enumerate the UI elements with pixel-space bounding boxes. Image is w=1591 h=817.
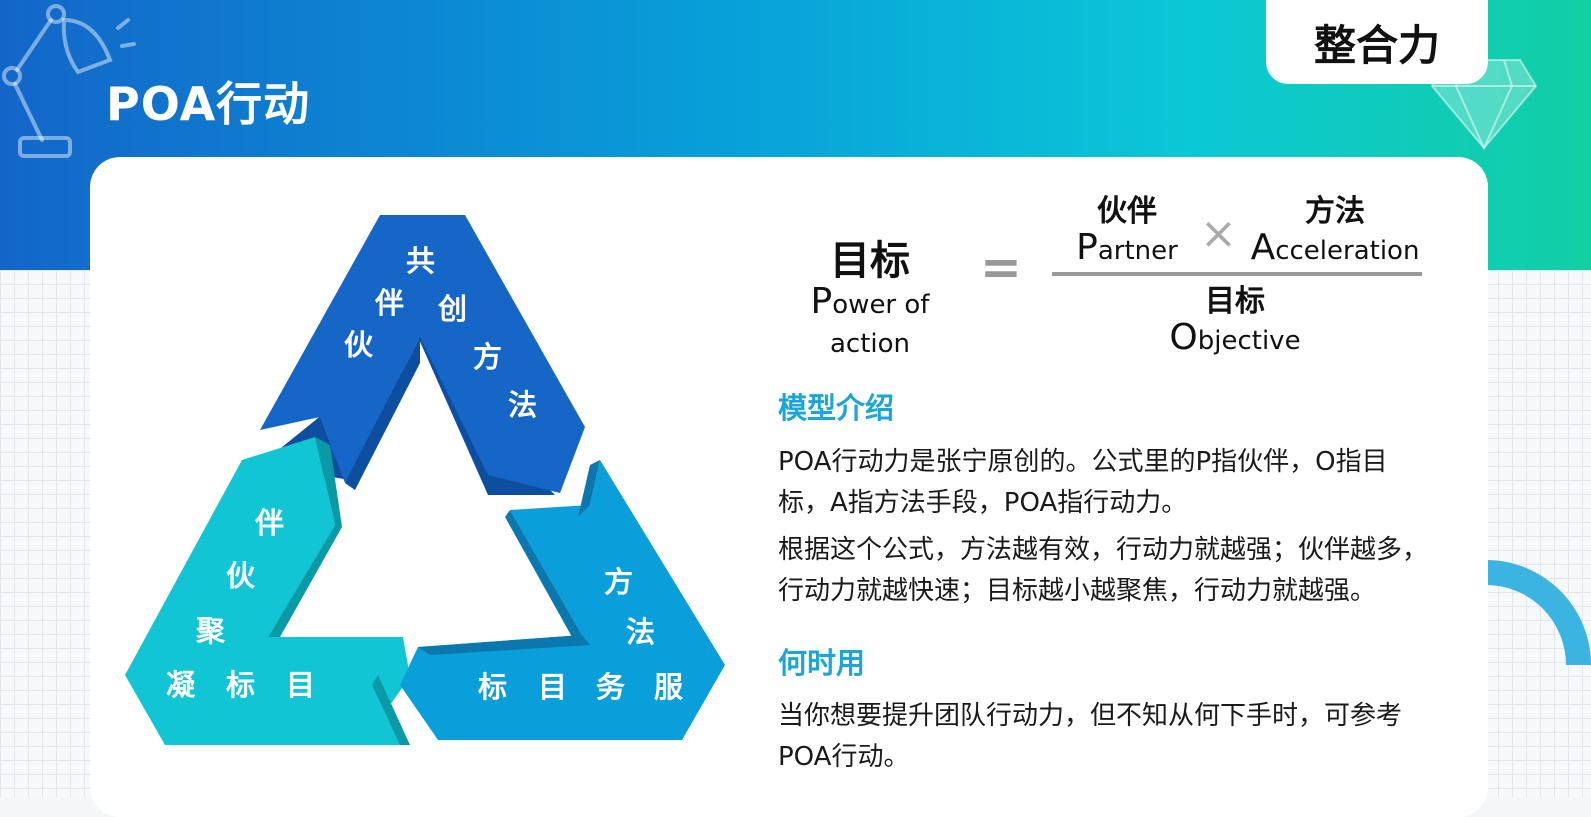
top-arm (260, 215, 585, 493)
formula-lhs-en: Power of action (810, 281, 930, 360)
formula-den-en: Objective (1169, 317, 1301, 358)
right-arm-char: 方 (604, 565, 633, 599)
formula-equals: = (980, 238, 1022, 296)
top-arm-char: 方 (473, 340, 502, 374)
intro-p1-line1: POA行动力是张宁原创的。公式里的P指伙伴，O指目 (778, 447, 1388, 477)
formula-num2-cn: 方法 (1305, 194, 1365, 229)
intro-title: 模型介绍 (778, 391, 895, 425)
intro-p1-line2: 标，A指方法手段，POA指行动力。 (778, 488, 1188, 518)
left-arm-char: 凝 (166, 668, 196, 702)
when-line1: 当你想要提升团队行动力，但不知从何下手时，可参考 (778, 701, 1403, 731)
right-arm-char: 法 (626, 615, 655, 649)
formula-num2-en: Acceleration (1250, 227, 1420, 268)
right-arm-char: 服 (654, 670, 684, 704)
right-arm-char: 标 (478, 670, 507, 704)
left-arm-char: 目 (286, 668, 315, 702)
formula-lhs: 目标 Power of action (770, 238, 970, 365)
formula-num1-en: Partner (1076, 227, 1178, 268)
when-paragraph: 当你想要提升团队行动力，但不知从何下手时，可参考 POA行动。 (778, 696, 1458, 778)
when-line2: POA行动。 (778, 742, 910, 772)
desk-lamp-icon (2, 4, 136, 158)
right-arm-side-shade (578, 460, 600, 517)
left-arm-char: 伙 (226, 559, 256, 593)
intro-paragraph-2: 根据这个公式，方法越有效，行动力就越强；伙伴越多， 行动力就越快速；目标越小越聚… (778, 530, 1458, 612)
right-arm-char: 目 (538, 670, 567, 704)
formula-times: × (1200, 208, 1237, 259)
left-arm-char: 聚 (195, 614, 226, 648)
formula-num1-cn: 伙伴 (1097, 194, 1157, 229)
formula-num2: 方法 Acceleration (1250, 194, 1420, 272)
intro-paragraph-1: POA行动力是张宁原创的。公式里的P指伙伴，O指目 标，A指方法手段，POA指行… (778, 442, 1458, 524)
left-arm-char: 标 (226, 668, 255, 702)
formula-num1: 伙伴 Partner (1062, 194, 1192, 272)
top-arm-char: 伙 (344, 328, 374, 362)
intro-p2-line1: 根据这个公式，方法越有效，行动力就越强；伙伴越多， (778, 535, 1429, 565)
top-arm-char: 法 (508, 388, 537, 422)
page-title: POA行动 (106, 77, 311, 131)
left-arm (125, 437, 410, 745)
decorative-arc (1486, 560, 1591, 665)
intro-p2-line2: 行动力就越快速；目标越小越聚焦，行动力就越强。 (778, 576, 1377, 606)
formula-fraction-bar (1052, 272, 1422, 276)
left-arm-tip-shade (372, 675, 410, 745)
when-title: 何时用 (778, 646, 866, 680)
poa-cycle-diagram: 共 伴 创 伙 方 法 伴 伙 聚 凝 标 目 方 法 标 目 务 服 (125, 215, 725, 745)
top-arm-char: 共 (406, 244, 435, 278)
formula-den-cn: 目标 (1205, 284, 1265, 319)
right-arm-inner-shade (505, 510, 582, 637)
category-tag: 整合力 (1266, 0, 1488, 84)
left-arm-char: 伴 (254, 506, 284, 540)
right-arm (400, 460, 725, 740)
formula-lhs-cn: 目标 (830, 238, 910, 284)
top-arm-char: 伴 (374, 286, 404, 320)
top-arm-char: 创 (437, 292, 467, 326)
formula-den: 目标 Objective (1160, 284, 1310, 362)
right-arm-char: 务 (596, 670, 625, 704)
top-arm-inner-shade (345, 337, 420, 490)
right-arm-bottom-shade (418, 635, 590, 655)
